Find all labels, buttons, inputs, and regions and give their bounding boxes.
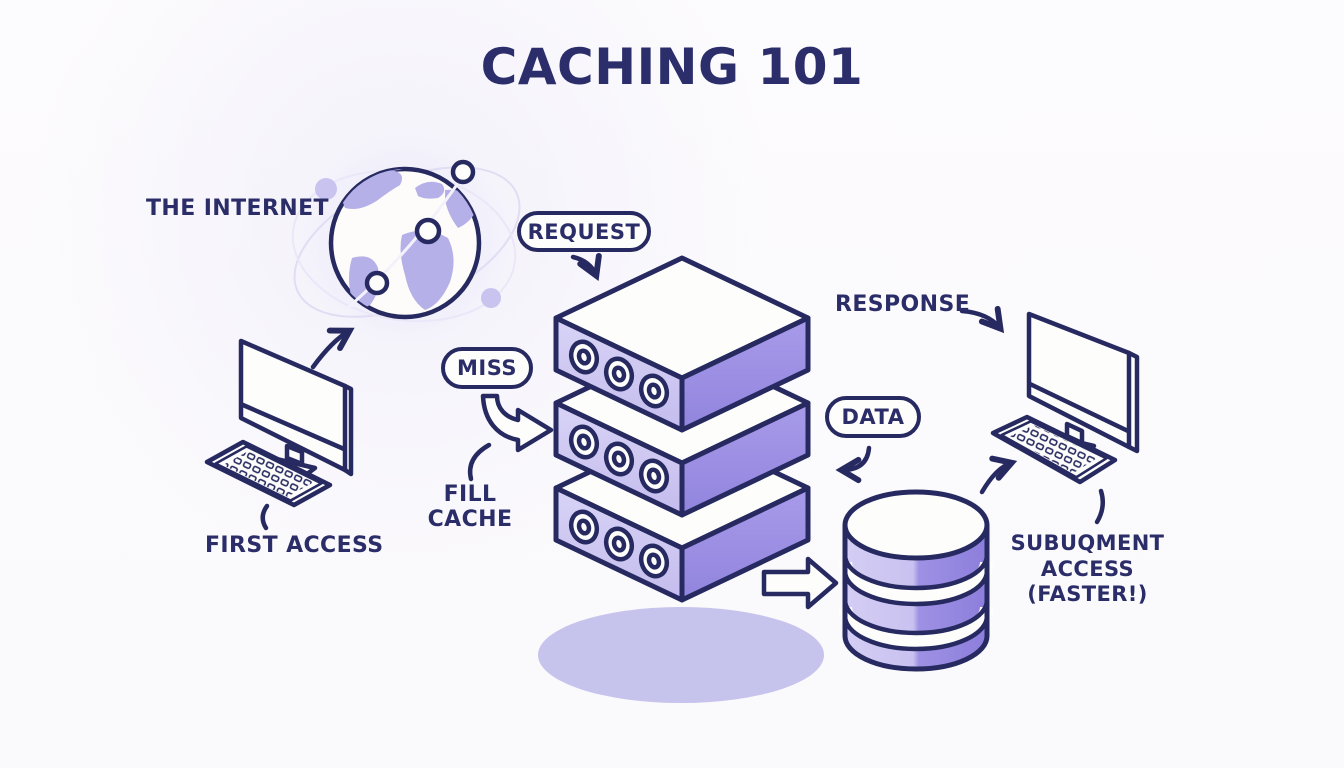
response-label: RESPONSE (835, 292, 971, 317)
network-node-icons (315, 159, 501, 308)
subsequent-access-line: SUBUQMENT (1010, 531, 1165, 555)
client-to-internet-arrow (310, 327, 355, 370)
keyboard-icon (990, 414, 1118, 485)
first-access-label: FIRST ACCESS (205, 533, 384, 558)
first-access-connector (260, 503, 270, 531)
subsequent-access-line: ACCESS (1040, 556, 1135, 581)
miss-pill: MISS (441, 347, 533, 389)
data-arrow (835, 445, 872, 484)
data-pill: DATA (825, 396, 921, 438)
subsequent-access-connector (1094, 488, 1106, 525)
subsequent-access-label: SUBUQMENT ACCESS (FASTER!) (1005, 531, 1170, 608)
fill-cache-label: FILL CACHE (405, 482, 535, 533)
globe-icon (291, 135, 521, 351)
flow-arrows (260, 252, 1106, 531)
request-pill: REQUEST (517, 211, 651, 252)
first-access-computer-icon (204, 338, 354, 508)
subsequent-access-computer-icon (990, 311, 1140, 485)
fill-cache-line: FILL (443, 482, 497, 507)
cache-server-stack-icon (553, 255, 811, 603)
subsequent-access-line: (FASTER!) (1027, 582, 1148, 607)
page-title: CACHING 101 (480, 38, 864, 96)
db-to-client-arrow (979, 455, 1018, 495)
keyboard-icon (204, 439, 333, 508)
server-to-db-block-arrow (761, 556, 839, 610)
miss-block-arrow (480, 393, 554, 453)
server-slab (553, 255, 811, 433)
fill-cache-connector (467, 442, 492, 482)
internet-label: THE INTERNET (146, 196, 329, 221)
database-icon (838, 489, 994, 672)
ground-shadow-ellipse (538, 607, 824, 703)
fill-cache-line: CACHE (427, 507, 513, 533)
request-arrow (570, 252, 602, 281)
response-arrow (959, 305, 1005, 334)
